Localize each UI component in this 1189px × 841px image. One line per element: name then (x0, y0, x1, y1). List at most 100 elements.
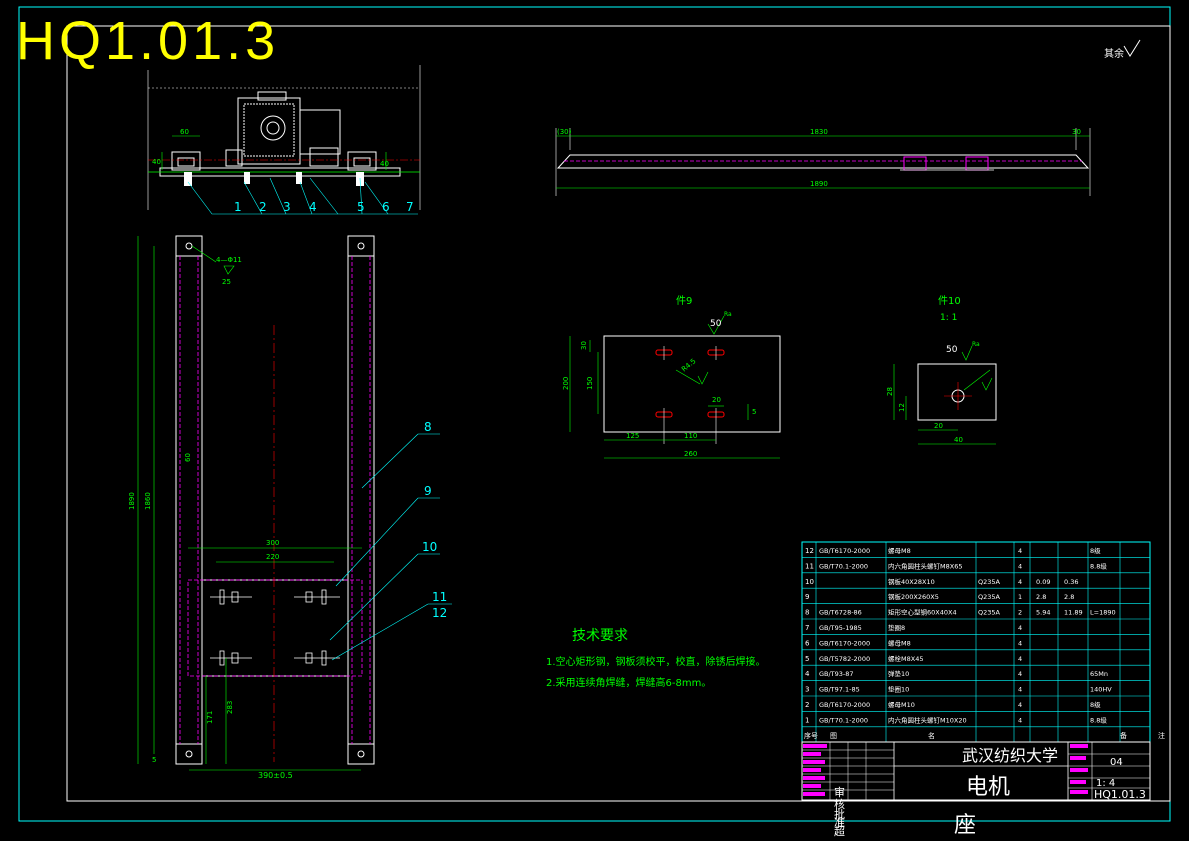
plan-dim-60: 60 (184, 453, 192, 462)
bom-row-name: 垫圈8 (888, 623, 905, 632)
bom-header-note: 备 (1120, 731, 1127, 740)
bom-row-std: GB/T6170-2000 (819, 547, 870, 555)
bom-row-qty: 4 (1018, 670, 1022, 678)
bom-row-std: GB/T6728-86 (819, 609, 862, 617)
bom-row-no: 3 (805, 686, 809, 694)
callout-12: 12 (432, 606, 447, 620)
plan-dim-390: 390±0.5 (258, 771, 293, 780)
callout-7: 7 (406, 200, 414, 214)
side-view: (30) 1830 30 1890 (555, 128, 1091, 196)
drawing-number: HQ1.01.3 (1094, 788, 1146, 801)
part9-dim-200: 200 (562, 377, 570, 390)
bom-row-no: 6 (805, 639, 810, 647)
bom-row-name: 螺母M10 (888, 700, 915, 709)
callout-8: 8 (424, 420, 432, 434)
bom-row-qty: 4 (1018, 701, 1022, 709)
bom-row-unit-weight: 0.09 (1036, 578, 1050, 586)
bom-header-code: 图 (830, 732, 837, 740)
bom-row-qty: 4 (1018, 578, 1022, 586)
bom-row-name: 内六角圆柱头螺钉M10X20 (888, 715, 967, 724)
part10-scale: 1: 1 (940, 313, 957, 323)
bom-row-unit-weight: 2.8 (1036, 593, 1046, 601)
part9-dim-150: 150 (586, 377, 594, 390)
side-dim-30l: (30) (557, 128, 572, 136)
part9-dim-20: 20 (712, 396, 721, 404)
callout-10: 10 (422, 540, 437, 554)
bom-row-no: 12 (805, 547, 814, 555)
bom-row-qty: 4 (1018, 639, 1022, 647)
plan-view: 1890 1860 60 300 220 171 283 5 390±0.5 4… (128, 235, 452, 780)
bom-row-no: 2 (805, 701, 809, 709)
sign-char-1: 审 (834, 785, 845, 799)
school-name: 武汉纺织大学 (962, 746, 1058, 765)
bom-row-qty: 4 (1018, 624, 1022, 632)
bom-row-no: 10 (805, 578, 814, 586)
callout-1: 1 (234, 200, 242, 214)
bom-row-name: 钢板200X260X5 (888, 592, 939, 601)
sign-char-3: 批 (834, 807, 845, 821)
part9-dim-5: 5 (752, 408, 756, 416)
bom-row-note: 8级 (1090, 546, 1101, 555)
bom-row-note: 65Mn (1090, 670, 1108, 678)
bom-row-qty: 1 (1018, 593, 1022, 601)
bom-row-no: 4 (805, 670, 810, 678)
callout-11: 11 (432, 590, 447, 604)
outer-border (18, 6, 1171, 822)
bom-row-std: GB/T70.1-2000 (819, 562, 868, 570)
surface-note-text: 其余 (1104, 47, 1124, 60)
part10-dim-12: 12 (898, 403, 906, 412)
bom-row-unit-weight: 5.94 (1036, 609, 1050, 617)
part-name-line2: 座 (954, 813, 976, 838)
side-dim-1890: 1890 (810, 180, 828, 188)
plan-hole-note: 4—Φ11 (216, 256, 242, 264)
bom-row-qty: 4 (1018, 686, 1022, 694)
callout-5: 5 (357, 200, 365, 214)
part9-rough: 50 (710, 319, 722, 329)
tech-line-2: 2.采用连续角焊缝，焊缝高6-8mm。 (546, 676, 711, 689)
callout-9: 9 (424, 484, 432, 498)
bom-row-no: 5 (805, 655, 809, 663)
bom-row-qty: 4 (1018, 547, 1022, 555)
part10-rough-r: Ra (972, 341, 980, 348)
title-block: 武汉纺织大学 电机 座 04 1: 4 HQ1.01.3 审 核 批 准 超 (801, 741, 1151, 838)
plan-rough-25: 25 (222, 278, 231, 286)
bom-row-name: 螺母M8 (888, 638, 911, 647)
tech-line-1: 1.空心矩形钢，钢板须校平，校直，除锈后焊接。 (546, 655, 766, 668)
part-name-line1: 电机 (966, 775, 1010, 800)
bom-row-name: 钢板40X28X10 (888, 577, 935, 586)
plan-dim-300: 300 (266, 539, 279, 547)
part9-dim-260: 260 (684, 450, 697, 458)
bom-header-no: 序号 (804, 731, 818, 740)
callout-2: 2 (259, 200, 267, 214)
side-dim-30r: 30 (1072, 128, 1081, 136)
bom-row-no: 7 (805, 624, 809, 632)
sheet-number: 04 (1110, 757, 1123, 768)
bom-row-qty: 2 (1018, 609, 1022, 617)
bom-header-name: 名 (928, 731, 935, 740)
plan-dim-283: 283 (226, 701, 234, 714)
part10-dim-28: 28 (886, 387, 894, 396)
plan-dim-220: 220 (266, 553, 279, 561)
side-dim-1830: 1830 (810, 128, 828, 136)
bom-row-std: GB/T6170-2000 (819, 639, 870, 647)
bom-row-total-weight: 11.89 (1064, 609, 1083, 617)
part10-dim-40: 40 (954, 436, 963, 444)
plan-dim-5: 5 (152, 756, 156, 764)
bom-row-std: GB/T97.1-85 (819, 686, 860, 694)
part9-dim-125: 125 (626, 432, 639, 440)
plan-dim-171: 171 (206, 711, 214, 724)
bom-row-no: 9 (805, 593, 809, 601)
bom-row-std: GB/T5782-2000 (819, 655, 870, 663)
top-view: 60 40 40 1 2 3 4 5 6 7 (147, 65, 421, 215)
bom-row-material: Q235A (978, 609, 1001, 617)
bom-row-qty: 4 (1018, 562, 1022, 570)
sign-char-5: 超 (834, 824, 845, 838)
part9-slot: R4.5 (680, 357, 697, 373)
callout-6: 6 (382, 200, 390, 214)
bom-row-no: 8 (805, 609, 809, 617)
plan-dim-1890: 1890 (128, 492, 136, 510)
part10-title: 件10 (938, 295, 961, 307)
technical-requirements: 技术要求 1.空心矩形钢，钢板须校平，校直，除锈后焊接。 2.采用连续角焊缝，焊… (546, 628, 766, 689)
